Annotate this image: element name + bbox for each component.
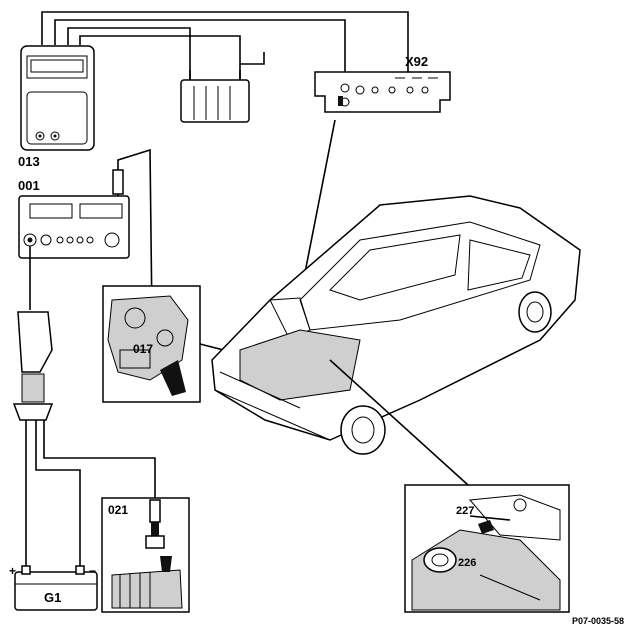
label-001: 001 [18,178,40,193]
label-x92: X92 [405,54,428,69]
cable-tester-to-x92 [41,11,409,90]
label-013: 013 [18,154,40,169]
tester-unit [20,45,95,151]
label-227: 227 [456,505,474,517]
battery-g1 [14,565,98,611]
cable-analyzer-to-battery [12,246,156,580]
probe-inset [102,285,201,403]
connector-x92 [314,71,451,113]
detail-inset [404,484,570,613]
label-226: 226 [458,557,476,569]
label-plus: + [9,564,16,578]
sensor-inset [101,497,190,613]
leader-detail [329,359,469,486]
car-body [211,195,581,455]
battery-top [180,52,265,123]
label-g1: G1 [44,590,61,605]
analyzer-unit [18,195,130,259]
label-017: 017 [133,342,153,356]
reference-code: P07-0035-58 [572,616,624,626]
cable-analyzer-to-probe [112,148,153,321]
label-minus: − [89,564,96,578]
label-021: 021 [108,503,128,517]
